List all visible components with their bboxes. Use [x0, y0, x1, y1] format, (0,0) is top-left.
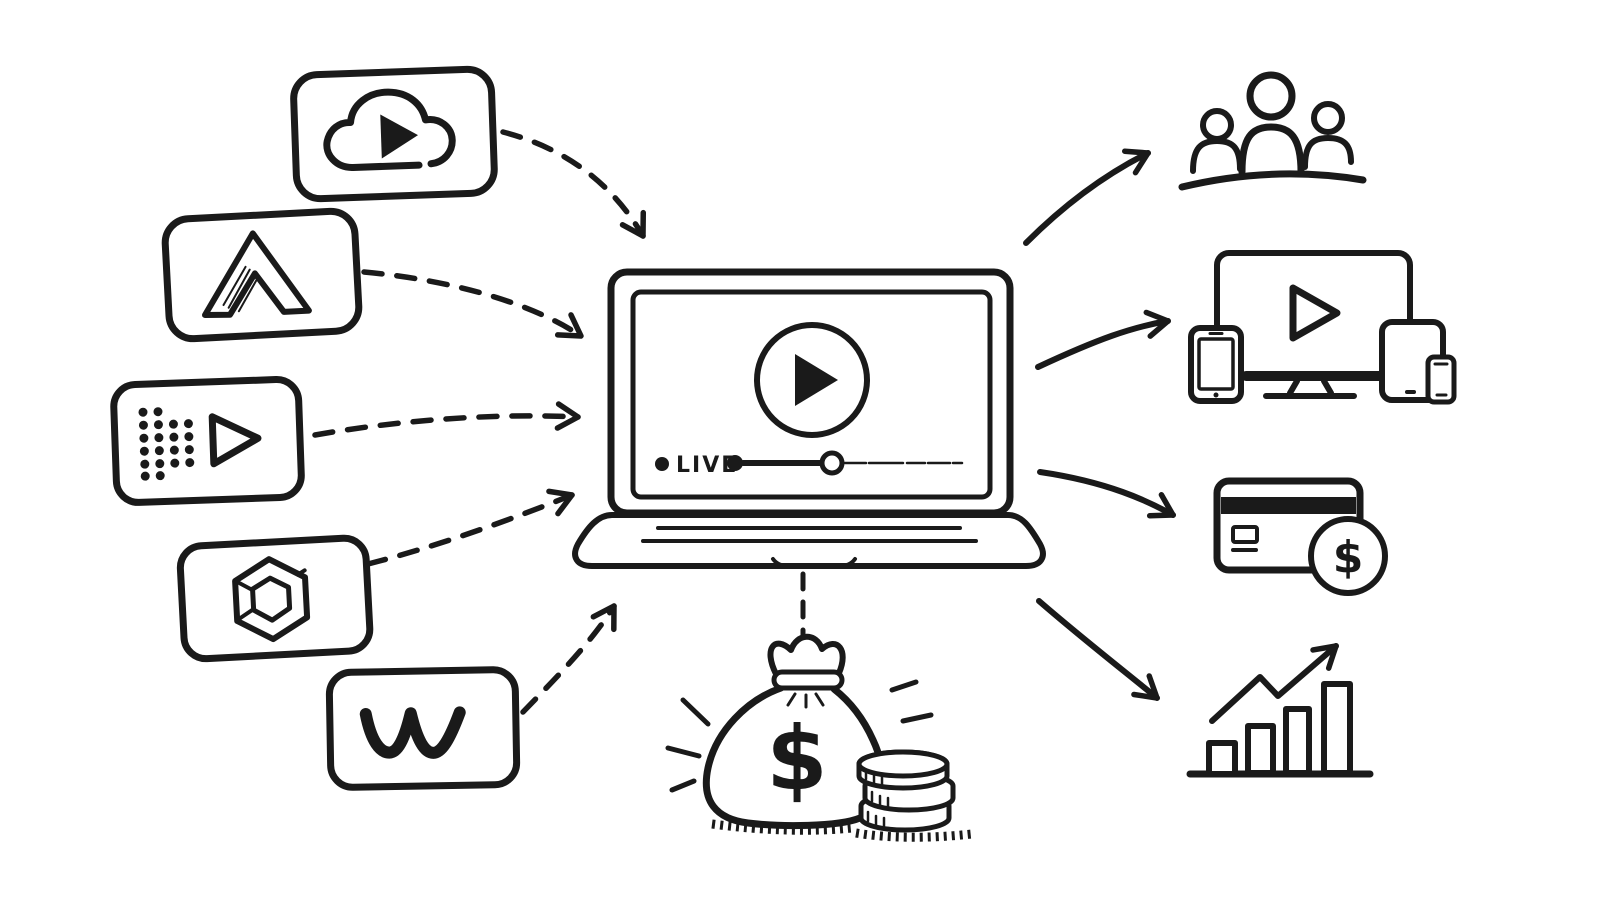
magnetic-stripe [1221, 497, 1356, 514]
coin-stack-icon [855, 749, 973, 842]
arrow-laptop-to-growth [1036, 598, 1160, 701]
credit-card-dollar-icon: $ [1213, 477, 1388, 596]
arrow-cloud-to-laptop [500, 129, 647, 239]
source-card-hexagon [176, 534, 374, 663]
sparkle-lines [665, 679, 934, 793]
distribution-arrows [1023, 148, 1176, 701]
ingest-arrows [312, 129, 647, 715]
arrow-dotgrid-to-laptop [312, 401, 581, 438]
arrow-laptop-to-payment [1037, 469, 1176, 519]
progress-bar [727, 450, 964, 476]
laptop-notch [771, 557, 857, 568]
hexagon-gem-icon [232, 556, 311, 643]
arrow-wave-to-laptop [520, 603, 617, 715]
monetization: $ [665, 571, 973, 842]
cloud-play-icon [323, 88, 456, 171]
live-label: LIVE [676, 453, 738, 478]
source-card-mountain [161, 207, 363, 343]
mountain-logo-icon [202, 230, 312, 319]
progress-scrubber [819, 450, 845, 476]
small-phone [1425, 354, 1457, 405]
source-card-dotgrid [110, 376, 305, 506]
audience-people-icon [1178, 71, 1367, 191]
dollar-coin [1308, 516, 1388, 596]
card-chip [1231, 525, 1259, 544]
multi-device-play-icon [1188, 250, 1457, 405]
laptop: LIVE [572, 268, 1046, 569]
live-indicator: LIVE [655, 453, 738, 478]
arrow-laptop-to-devices [1035, 309, 1171, 370]
source-card-cloud [290, 65, 498, 203]
growth-bar-chart-icon [1186, 643, 1374, 778]
arrow-hexagon-to-laptop [365, 488, 575, 567]
dot-grid-play-icon [138, 407, 262, 481]
arrow-laptop-to-audience [1023, 148, 1151, 246]
growth-arrow [1209, 643, 1339, 724]
money-bag-dollar: $ [766, 707, 827, 810]
coin-dollar: $ [1333, 532, 1364, 583]
source-card-wave [325, 666, 521, 791]
live-dot [655, 457, 669, 471]
monitor-stand [1263, 378, 1357, 399]
play-button-icon [754, 322, 870, 438]
device-play-icon [1289, 284, 1341, 342]
smartphone [1188, 325, 1244, 404]
arrow-mountain-to-laptop [361, 269, 584, 339]
w-wave-icon [359, 706, 466, 759]
money-bag-icon: $ [665, 633, 934, 835]
